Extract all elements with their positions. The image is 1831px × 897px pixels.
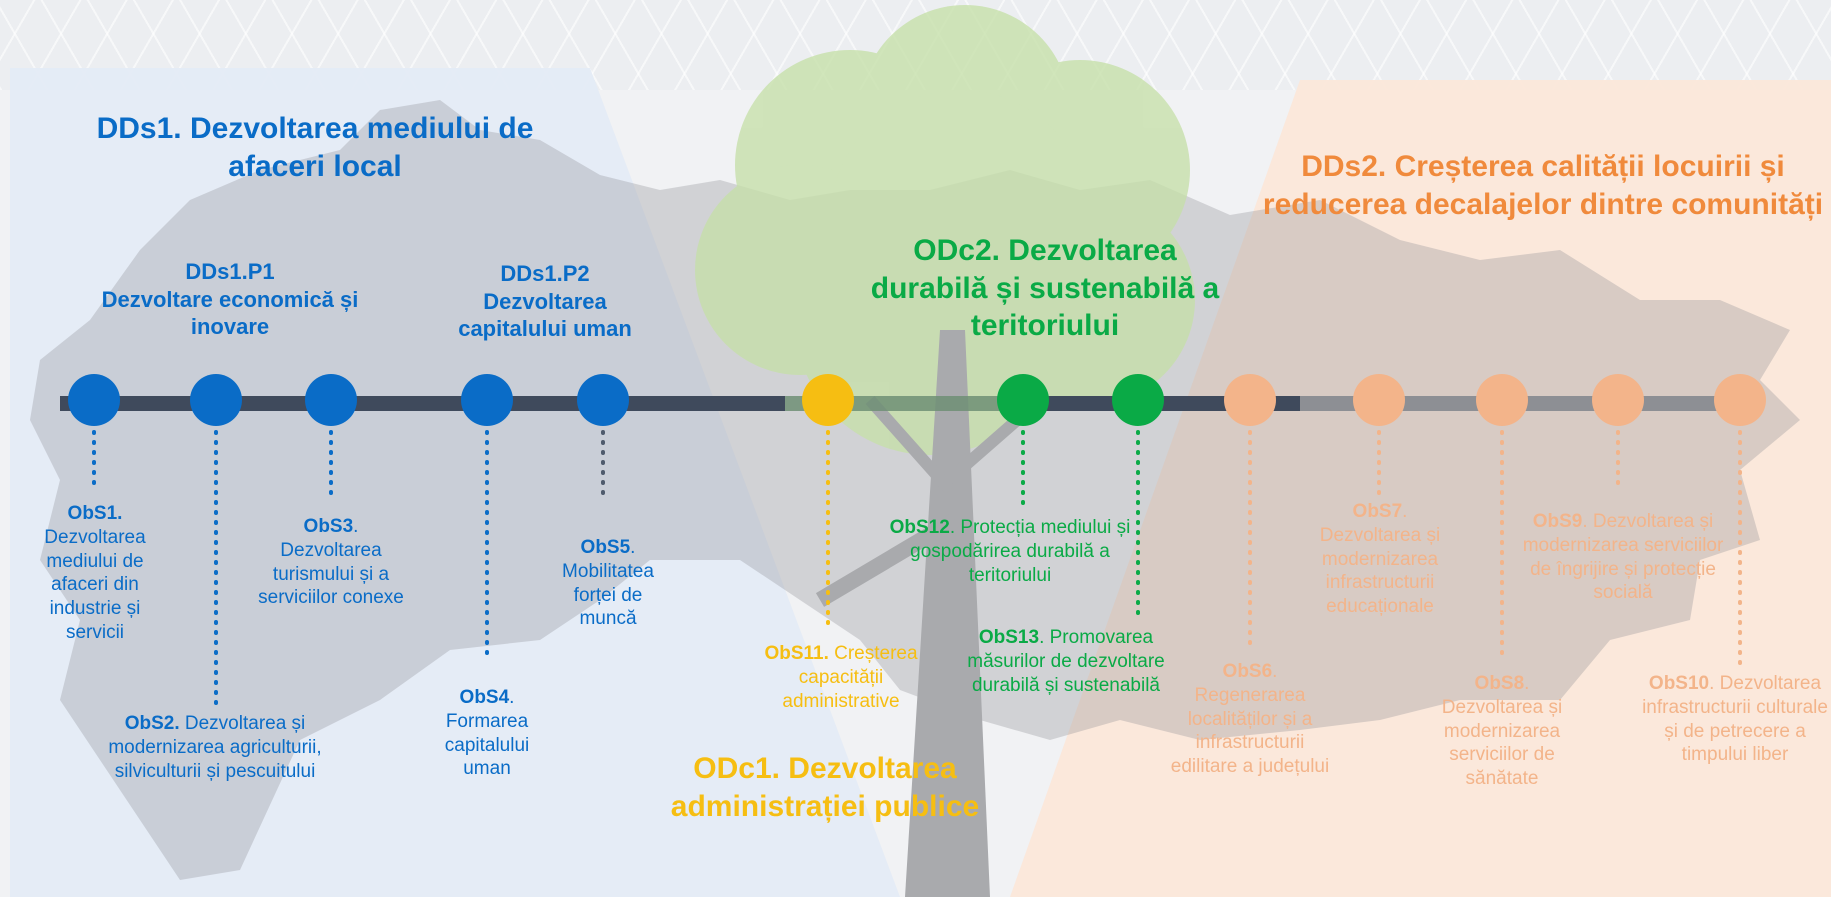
objective-obs3-code: ObS3 [303,516,354,537]
dds2-panel [1010,80,1831,897]
priority-p1-code: DDs1.P1 [185,259,275,284]
objective-obs6: ObS6. Regenerarea localităților și a inf… [1170,660,1330,779]
objective-obs5-code: ObS5 [580,537,631,558]
objective-obs8-code: ObS8 [1474,673,1525,694]
node-obs12 [997,374,1049,426]
objective-obs9-code: ObS9 [1532,511,1583,532]
node-obs11 [802,374,854,426]
node-obs9 [1592,374,1644,426]
objective-obs10-text: . Dezvoltarea infrastructurii culturale … [1642,673,1828,766]
objective-obs12: ObS12. Protecția mediului și gospodărire… [888,516,1132,587]
objective-obs6-code: ObS6 [1222,661,1273,682]
node-obs4 [461,374,513,426]
tree-trunk [815,330,1044,897]
node-obs13 [1112,374,1164,426]
priority-p2-label: Dezvoltarea capitalului uman [458,288,632,342]
objective-obs10: ObS10. Dezvoltarea infrastructurii cultu… [1640,672,1830,767]
objective-obs6-text: . Regenerarea localităților și a infrast… [1170,661,1330,777]
objective-obs3-text: . Dezvoltarea turismului și a serviciilo… [258,516,404,609]
objective-obs2-text: Dezvoltarea și modernizarea agriculturii… [108,713,322,782]
objective-obs1: ObS1. Dezvoltarea mediului de afaceri di… [22,502,168,645]
dds2-title: DDs2. Creșterea calității locuirii și re… [1262,150,1824,221]
objective-obs13-text: . Promovarea măsurilor de dezvoltare dur… [967,627,1165,696]
node-obs7 [1353,374,1405,426]
objective-obs2-code: ObS2. [124,713,180,734]
priority-p1: DDs1.P1 Dezvoltare economică și inovare [85,258,375,341]
objective-obs1-text: Dezvoltarea mediului de afaceri din indu… [44,526,146,643]
priority-p2-code: DDs1.P2 [500,261,590,286]
objective-obs5: ObS5. Mobilitatea forței de muncă [545,536,671,631]
objective-obs1-code: ObS1. [67,503,123,524]
odc1-title: ODc1. Dezvoltarea administrației publice [670,752,980,823]
objective-obs11-text: Creșterea capacității administrative [782,643,918,712]
objective-obs10-code: ObS10 [1648,673,1710,694]
objective-obs4-code: ObS4 [459,687,510,708]
county-map-silhouette [30,100,1800,880]
objective-obs11: ObS11. Creșterea capacității administrat… [752,642,930,713]
objective-obs7: ObS7. Dezvoltarea și modernizarea infras… [1300,500,1460,619]
objective-obs9-text: . Dezvoltarea și modernizarea serviciilo… [1522,511,1724,604]
dds1-panel [10,68,900,897]
objective-obs7-text: . Dezvoltarea și modernizarea infrastruc… [1319,501,1441,617]
odc2-title: ODc2. Dezvoltarea durabilă și sustenabil… [870,234,1220,342]
objective-obs7-code: ObS7 [1352,501,1403,522]
objective-obs8-text: . Dezvoltarea și modernizarea serviciilo… [1441,673,1563,789]
objective-obs12-text: . Protecția mediului și gospodărirea dur… [910,517,1131,586]
node-obs1 [68,374,120,426]
objective-obs2: ObS2. Dezvoltarea și modernizarea agricu… [105,712,325,783]
dds1-title: DDs1. Dezvoltarea mediului de afaceri lo… [96,112,534,183]
timeline-nodes [68,374,1766,426]
objective-obs3: ObS3. Dezvoltarea turismului și a servic… [256,515,406,610]
objective-obs13: ObS13. Promovarea măsurilor de dezvoltar… [948,626,1184,697]
priority-p1-label: Dezvoltare economică și inovare [101,286,359,340]
objective-obs4: ObS4. Formarea capitalului uman [420,686,554,781]
objective-obs11-code: ObS11. [764,643,829,664]
priority-p2: DDs1.P2 Dezvoltarea capitalului uman [440,260,650,343]
node-obs10 [1714,374,1766,426]
node-obs6 [1224,374,1276,426]
objective-obs5-text: . Mobilitatea forței de muncă [562,537,654,630]
node-obs5 [577,374,629,426]
node-obs8 [1476,374,1528,426]
objective-obs8: ObS8. Dezvoltarea și modernizarea servic… [1426,672,1578,791]
objective-obs13-code: ObS13 [978,627,1040,648]
tree-canopy [695,5,1195,455]
objective-obs12-code: ObS12 [889,517,950,538]
node-obs2 [190,374,242,426]
objective-obs9: ObS9. Dezvoltarea și modernizarea servic… [1518,510,1728,605]
objective-obs4-text: . Formarea capitalului uman [444,687,530,780]
node-obs3 [305,374,357,426]
